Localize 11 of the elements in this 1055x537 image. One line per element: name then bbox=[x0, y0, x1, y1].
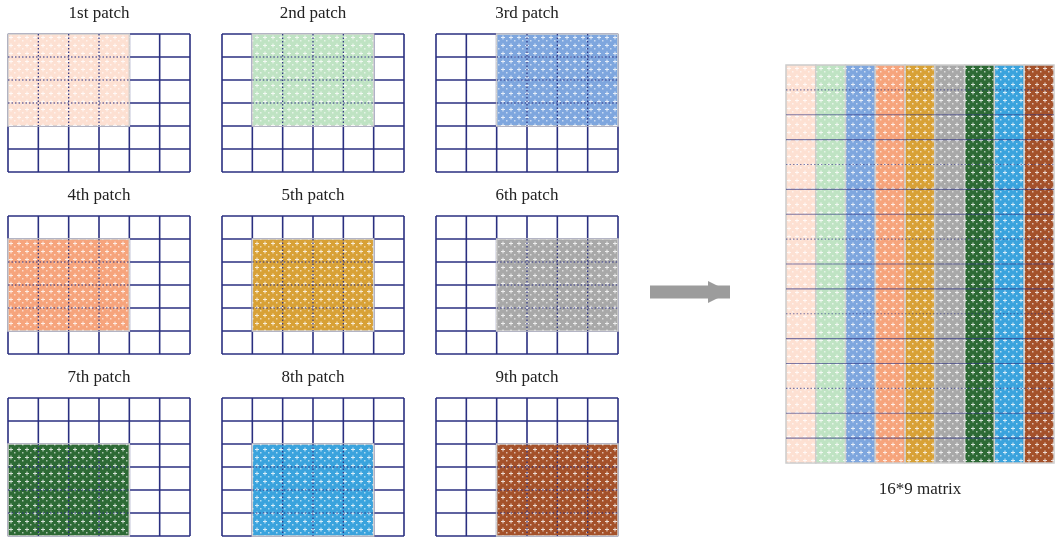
patch-title: 4th patch bbox=[66, 185, 132, 205]
arrow bbox=[650, 280, 730, 304]
patch-title: 1st patch bbox=[67, 3, 131, 23]
patch-title: 3rd patch bbox=[494, 3, 560, 23]
patch-title: 2nd patch bbox=[278, 3, 348, 23]
patch-title: 6th patch bbox=[494, 185, 560, 205]
patch-title: 5th patch bbox=[280, 185, 346, 205]
patch-title: 8th patch bbox=[280, 367, 346, 387]
matrix-caption: 16*9 matrix bbox=[877, 479, 963, 499]
patch-title: 9th patch bbox=[494, 367, 560, 387]
patch-title: 7th patch bbox=[66, 367, 132, 387]
